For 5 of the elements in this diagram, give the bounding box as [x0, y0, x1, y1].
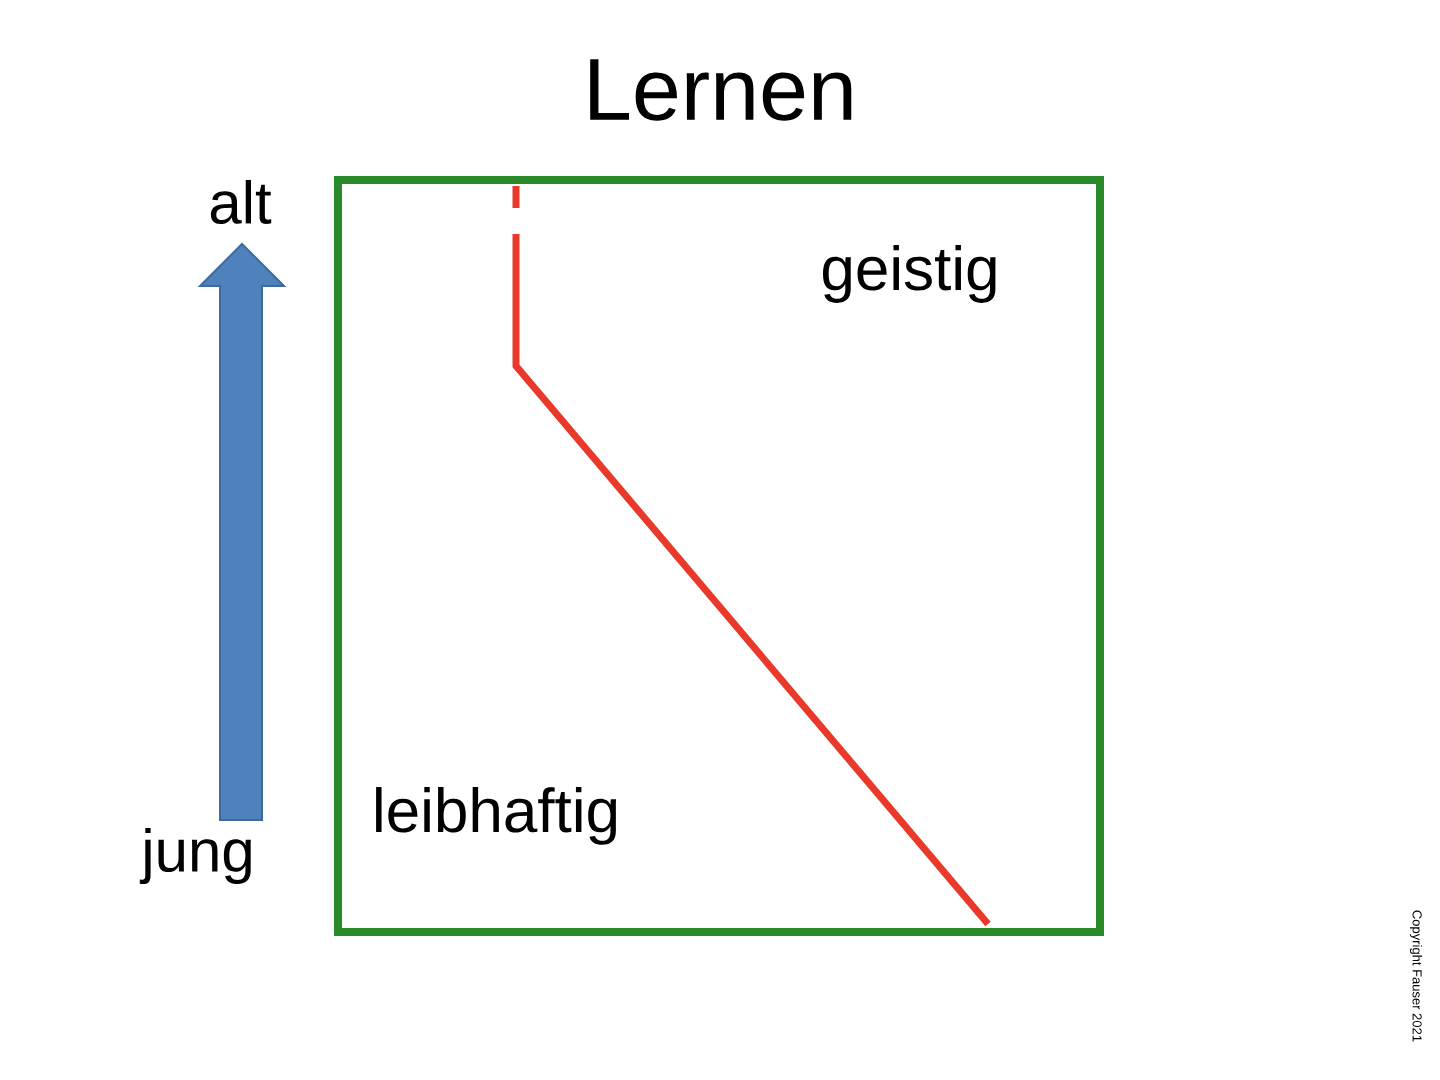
title: Lernen	[590, 59, 852, 121]
axis-label: jung	[139, 828, 251, 884]
region-label: geistig	[823, 245, 996, 303]
axis-label: alt	[210, 179, 272, 225]
region-label: leibhaftig	[376, 787, 617, 845]
